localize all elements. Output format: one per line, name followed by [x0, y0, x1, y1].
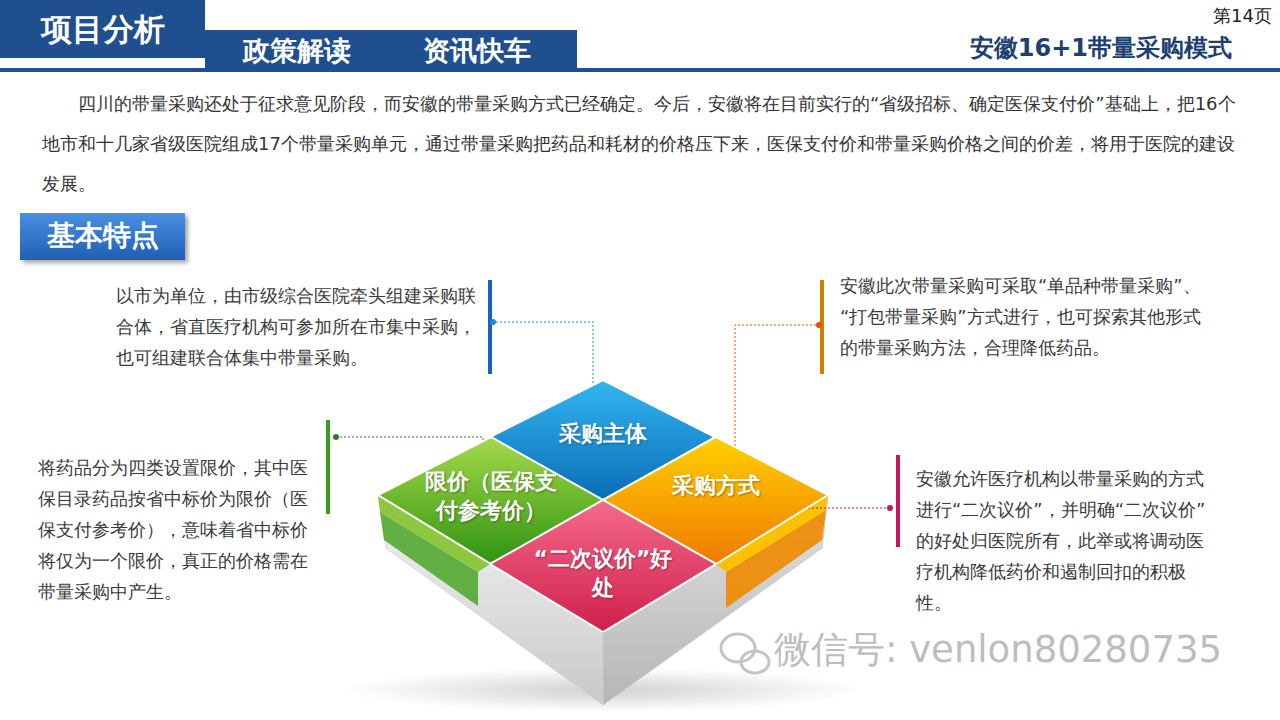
section-label: 基本特点 [20, 213, 185, 260]
callout-bar [326, 420, 330, 514]
page-title: 安徽16+1带量采购模式 [970, 32, 1232, 64]
tab-band [205, 30, 577, 72]
node-label: 资讯快车 [423, 33, 531, 68]
callout-text: 以市为单位，由市级综合医院牵头组建采购联合体，省直医疗机构可参加所在市集中采购，… [116, 280, 484, 373]
callout-text: 将药品分为四类设置限价，其中医保目录药品按省中标价为限价（医保支付参考价），意味… [38, 452, 316, 607]
wechat-icon [721, 634, 769, 673]
callout-bar [896, 455, 900, 547]
tile-bottom: “二次议价”好处 [490, 500, 716, 632]
node-label: 限价（医保支付参考价） [419, 468, 564, 525]
tile-fill [490, 500, 716, 632]
node-label: 项目分析 [41, 9, 165, 49]
nav-tab: 资讯快车 [392, 30, 562, 72]
node-label: 基本特点 [47, 218, 159, 254]
nav-tab: 政策解读 [212, 30, 382, 72]
callout-text: 安徽此次带量采购可采取“单品种带量采购”、“打包带量采购”方式进行，也可探索其他… [840, 270, 1212, 363]
leader-dot [816, 322, 822, 328]
node-label: 采购主体 [559, 420, 647, 449]
node-label: 政策解读 [243, 33, 351, 68]
leader-line [735, 325, 816, 462]
leader-dot [490, 319, 496, 325]
intro-paragraph: 四川的带量采购还处于征求意见阶段，而安徽的带量采购方式已经确定。今后，安徽将在目… [42, 84, 1242, 204]
leader-dot [333, 434, 339, 440]
page-number: 第14页 [1213, 4, 1272, 28]
leader-dot [887, 505, 893, 511]
callout-bar [488, 280, 492, 374]
header-rule [0, 68, 1280, 72]
node-label: “二次议价”好处 [531, 545, 676, 602]
callout-text: 安徽允许医疗机构以带量采购的方式进行“二次议价”，并明确“二次议价”的好处归医院… [916, 463, 1208, 618]
watermark: 微信号: venlon80280735 [774, 628, 1222, 672]
node-label: 采购方式 [672, 472, 760, 501]
section-tab: 项目分析 [0, 0, 205, 58]
